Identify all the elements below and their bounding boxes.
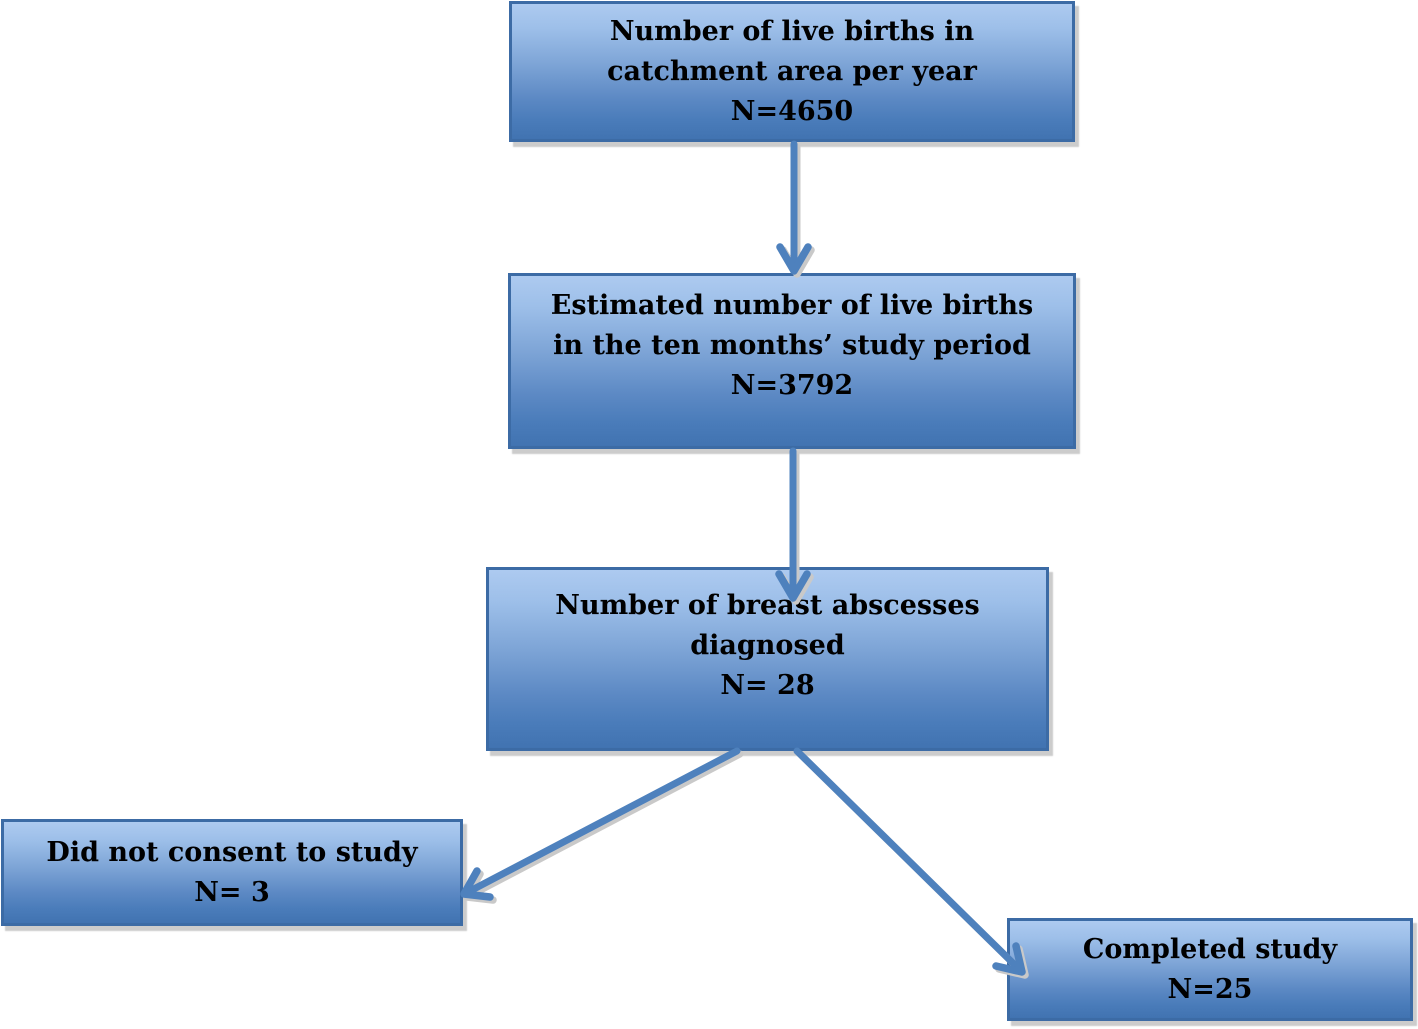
node-completed-study: Completed study N=25 <box>1007 918 1413 1021</box>
node-text-line: Did not consent to study <box>46 836 418 868</box>
node-live-births-study-period: Estimated number of live births in the t… <box>508 273 1076 449</box>
node-breast-abscesses-diagnosed: Number of breast abscesses diagnosed N= … <box>486 567 1049 751</box>
node-text-line: catchment area per year <box>607 55 977 87</box>
node-count-label: N= 28 <box>720 670 815 701</box>
node-did-not-consent: Did not consent to study N= 3 <box>1 819 463 926</box>
node-text-line: in the ten months’ study period <box>553 330 1031 361</box>
arrow-births-to-study-period <box>776 140 812 275</box>
node-count-label: N=25 <box>1167 973 1253 1005</box>
node-count-label: N= 3 <box>194 876 270 908</box>
arrow-abscesses-to-completed <box>793 747 1026 976</box>
node-count-label: N=3792 <box>730 370 854 401</box>
node-text-line: Estimated number of live births <box>550 290 1034 321</box>
node-live-births-per-year: Number of live births in catchment area … <box>509 1 1075 142</box>
node-text-line: Completed study <box>1082 933 1338 965</box>
arrow-abscesses-to-no-consent <box>460 747 741 901</box>
node-text-line: Number of live births in <box>609 15 975 47</box>
node-count-label: N=4650 <box>730 95 854 127</box>
node-text-line: Number of breast abscesses <box>555 590 980 621</box>
node-text-line: diagnosed <box>690 630 845 661</box>
